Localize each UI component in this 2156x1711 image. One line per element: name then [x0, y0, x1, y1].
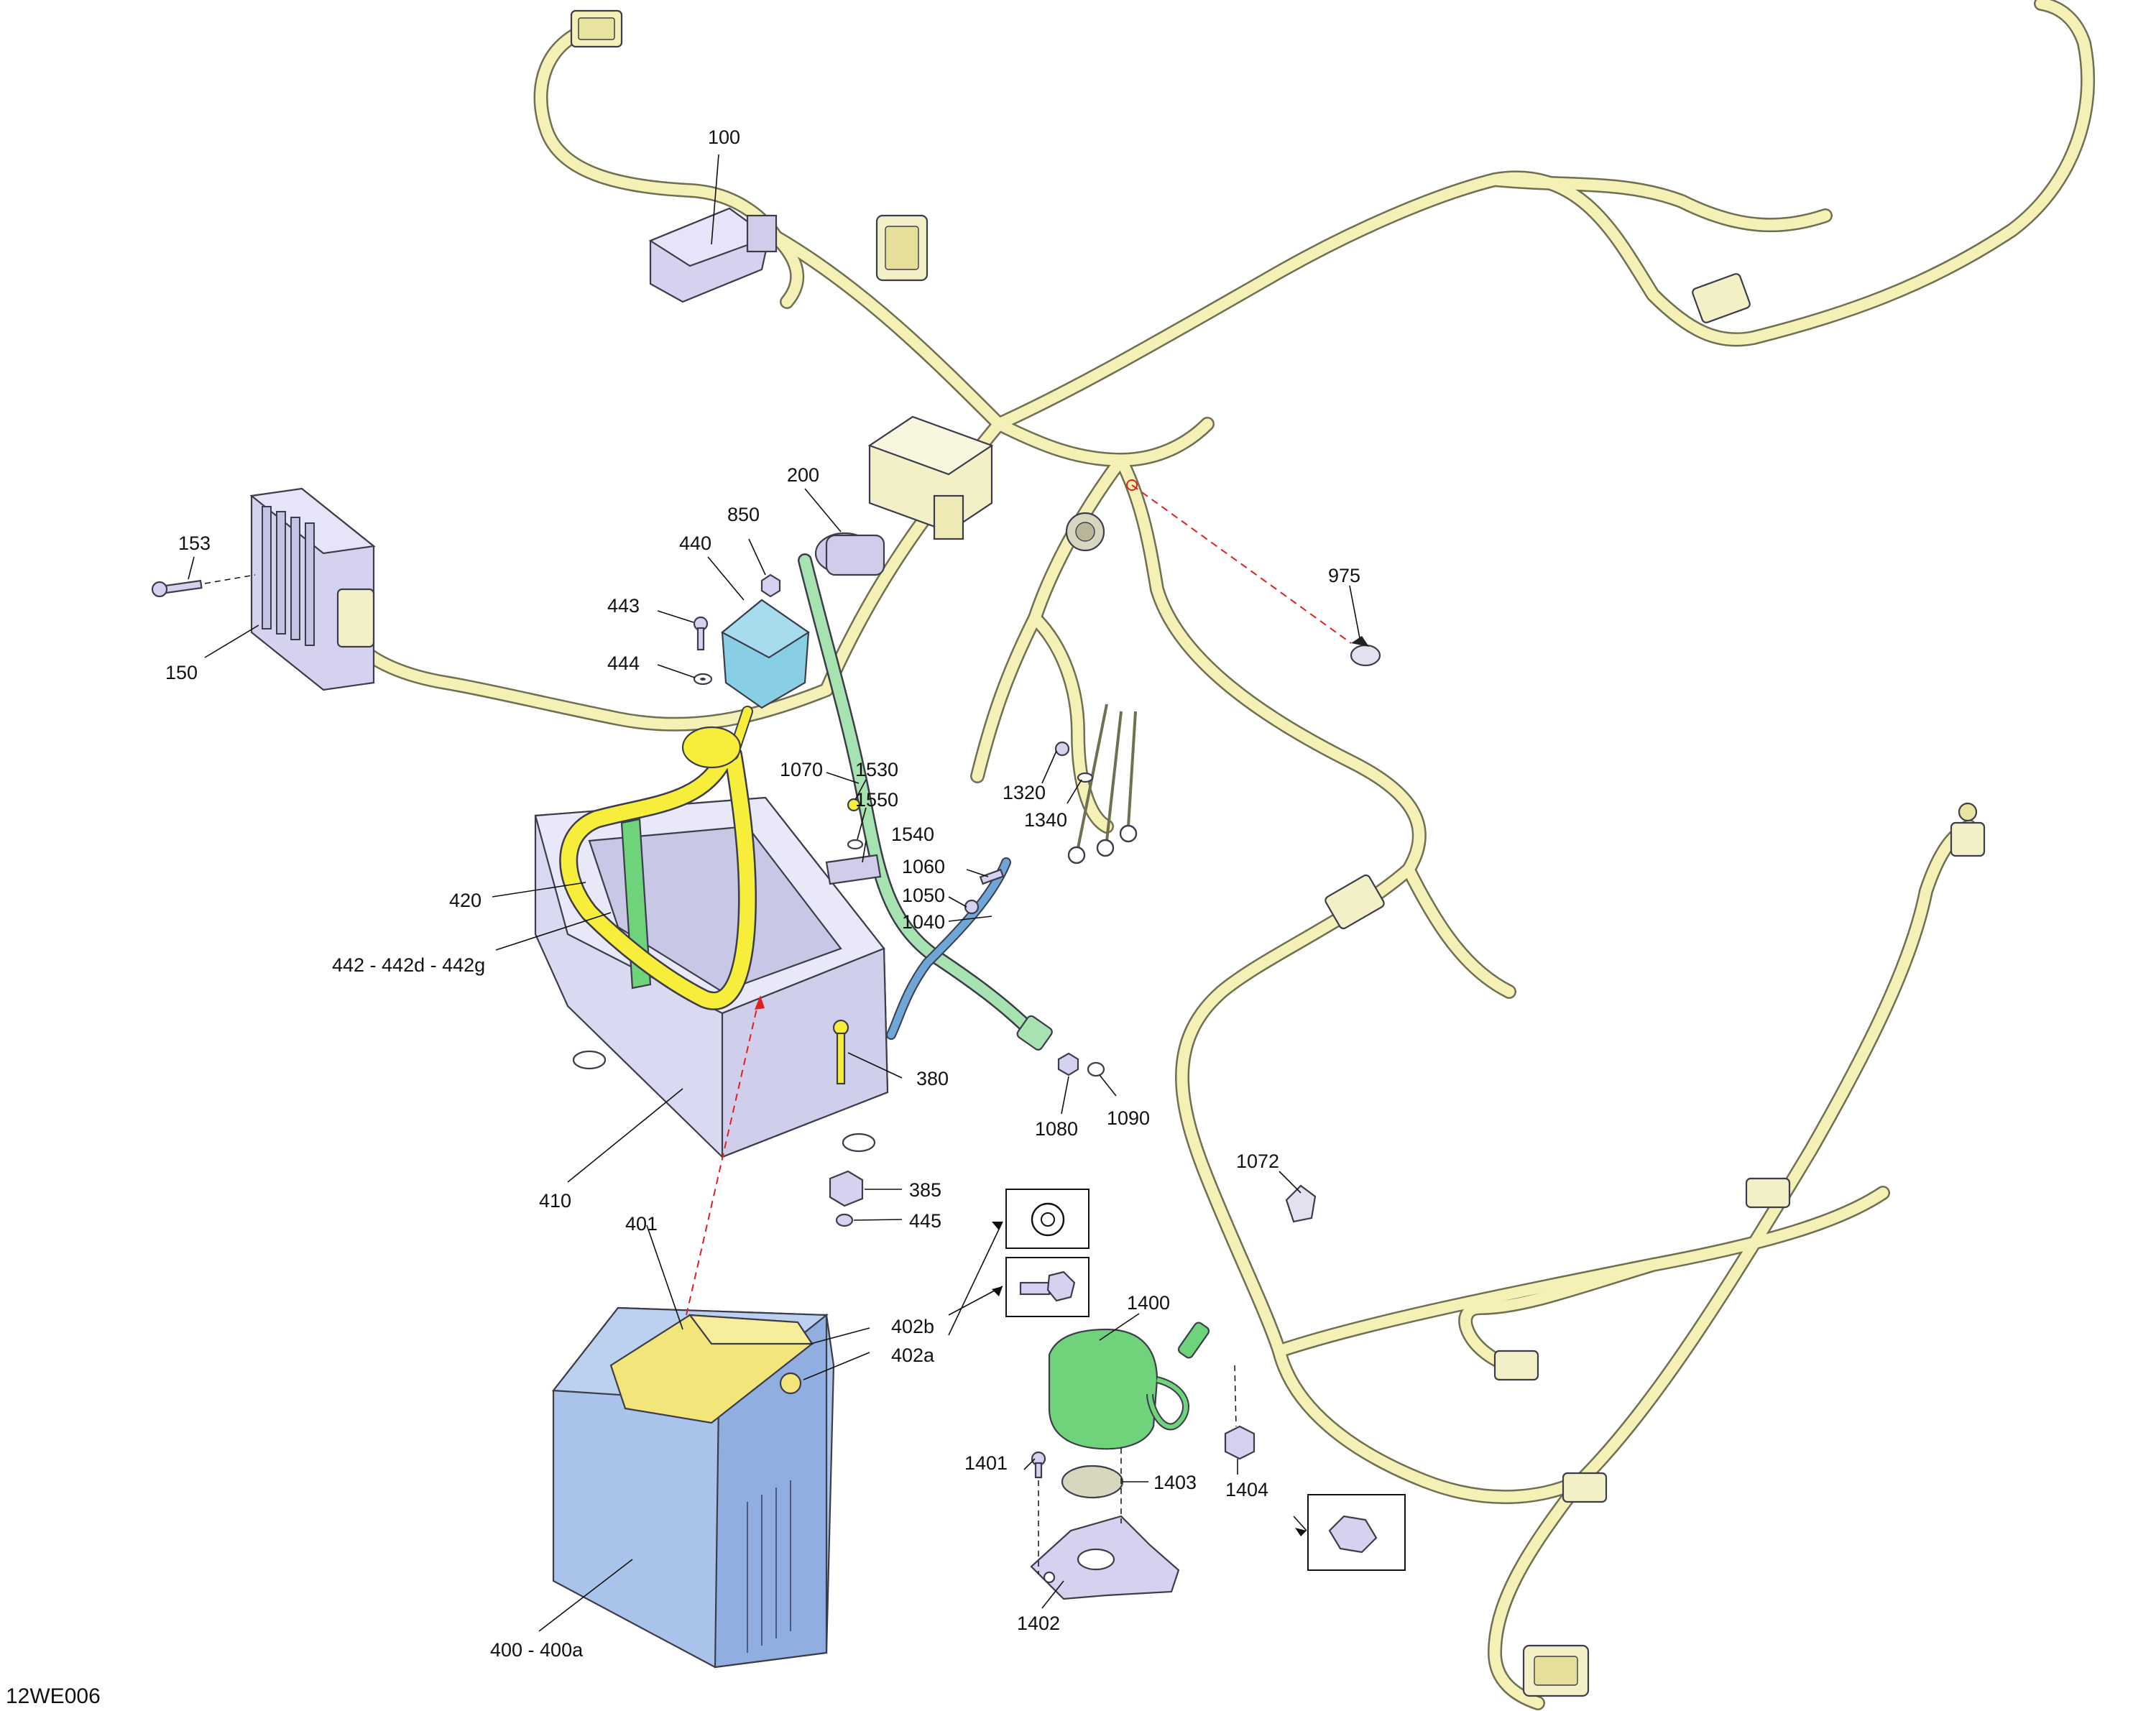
label-1403: 1403: [1153, 1472, 1197, 1493]
label-402b: 402b: [891, 1316, 934, 1337]
label-1070: 1070: [780, 759, 823, 780]
ring-terminals: [1067, 704, 1138, 864]
label-975: 975: [1328, 565, 1360, 586]
part-number-labels: 100 200 850 440 153 443 444 150 975 1070…: [165, 126, 1360, 1661]
label-1402: 1402: [1017, 1613, 1060, 1634]
label-1340: 1340: [1024, 809, 1067, 831]
screw-1401: [1031, 1451, 1046, 1479]
screw-1320: [1054, 741, 1070, 757]
label-1400: 1400: [1127, 1292, 1170, 1314]
connector-lower-right-3: [1562, 1472, 1608, 1503]
starter-relay-1400: [1048, 1322, 1210, 1450]
label-420: 420: [449, 890, 482, 911]
connector-top-left: [570, 9, 623, 48]
connector-round: [1065, 512, 1105, 552]
label-444: 444: [607, 652, 640, 674]
relay-440: [721, 599, 810, 709]
connector-right-top: [1692, 273, 1751, 323]
rivet-975: [1350, 636, 1381, 667]
screw-1050: [964, 899, 980, 915]
solenoid-200: [814, 532, 885, 576]
seal-1403: [1061, 1465, 1124, 1499]
fuse-box: [867, 415, 994, 540]
washer-1340: [1077, 772, 1094, 783]
label-385: 385: [909, 1179, 941, 1201]
label-1072: 1072: [1236, 1150, 1279, 1172]
washer-444: [693, 673, 713, 686]
bolt-153: [151, 574, 256, 598]
label-1320: 1320: [1003, 782, 1046, 803]
washer-1090: [1087, 1061, 1105, 1077]
cable-1040: [886, 857, 1011, 1040]
label-100: 100: [708, 126, 740, 148]
guide-lines: [686, 479, 1352, 1316]
label-1401: 1401: [964, 1452, 1008, 1474]
connector-lower-right-2: [1493, 1350, 1539, 1381]
screw-1530: [847, 798, 861, 812]
screw-443: [693, 616, 709, 651]
connector-lower-right-1: [1745, 1177, 1791, 1209]
inset-402a: [1005, 1257, 1089, 1317]
label-200: 200: [787, 464, 819, 486]
label-1060: 1060: [902, 856, 945, 877]
diagram-code: 12WE006: [6, 1684, 101, 1708]
clip-1072: [1285, 1184, 1317, 1223]
strap-442: [620, 818, 652, 990]
label-445: 445: [909, 1210, 941, 1232]
label-440: 440: [679, 532, 711, 554]
label-1540: 1540: [891, 824, 934, 845]
connector-mid-right: [1325, 874, 1385, 930]
label-380: 380: [916, 1068, 949, 1089]
label-150: 150: [165, 662, 198, 683]
screw-1060: [979, 868, 1005, 885]
nut-385: [829, 1170, 864, 1207]
nut-850: [760, 573, 781, 598]
leader-lines: [188, 154, 1360, 1632]
module-100: [648, 207, 778, 303]
label-153: 153: [178, 532, 211, 554]
label-400: 400 - 400a: [490, 1639, 584, 1661]
label-443: 443: [607, 595, 640, 617]
cable-420: [559, 706, 757, 1010]
label-442: 442 - 442d - 442g: [332, 954, 485, 976]
connector-bottom-right: [1522, 1644, 1590, 1697]
terminal-cover-401: [609, 1314, 814, 1424]
inset-1404: [1307, 1494, 1406, 1571]
label-850: 850: [727, 504, 760, 525]
terminal-bolt-402: [779, 1372, 802, 1395]
label-401: 401: [625, 1213, 658, 1235]
nut-1080: [1057, 1052, 1079, 1076]
connector-center-top: [875, 214, 929, 282]
assembly-lines: [1038, 1365, 1237, 1574]
nut-445: [835, 1213, 854, 1227]
label-1090: 1090: [1107, 1107, 1150, 1129]
label-1080: 1080: [1035, 1118, 1078, 1140]
bracket-1540: [825, 854, 882, 885]
connector-top-right-sensor: [1950, 802, 1986, 857]
inset-402b: [1005, 1189, 1089, 1249]
voltage-regulator-150: [249, 487, 376, 691]
label-1404: 1404: [1225, 1479, 1268, 1500]
label-1530: 1530: [855, 759, 898, 780]
label-1040: 1040: [902, 911, 945, 933]
battery-box-410: [534, 796, 889, 1158]
label-402a: 402a: [891, 1345, 935, 1366]
bolt-380: [832, 1019, 849, 1085]
label-1050: 1050: [902, 885, 945, 906]
arrow-heads: [992, 1222, 1307, 1536]
label-1550: 1550: [855, 789, 898, 811]
bracket-1402: [1030, 1515, 1180, 1600]
nut-1404: [1224, 1425, 1256, 1460]
washer-1550: [847, 839, 864, 850]
label-410: 410: [539, 1190, 571, 1212]
